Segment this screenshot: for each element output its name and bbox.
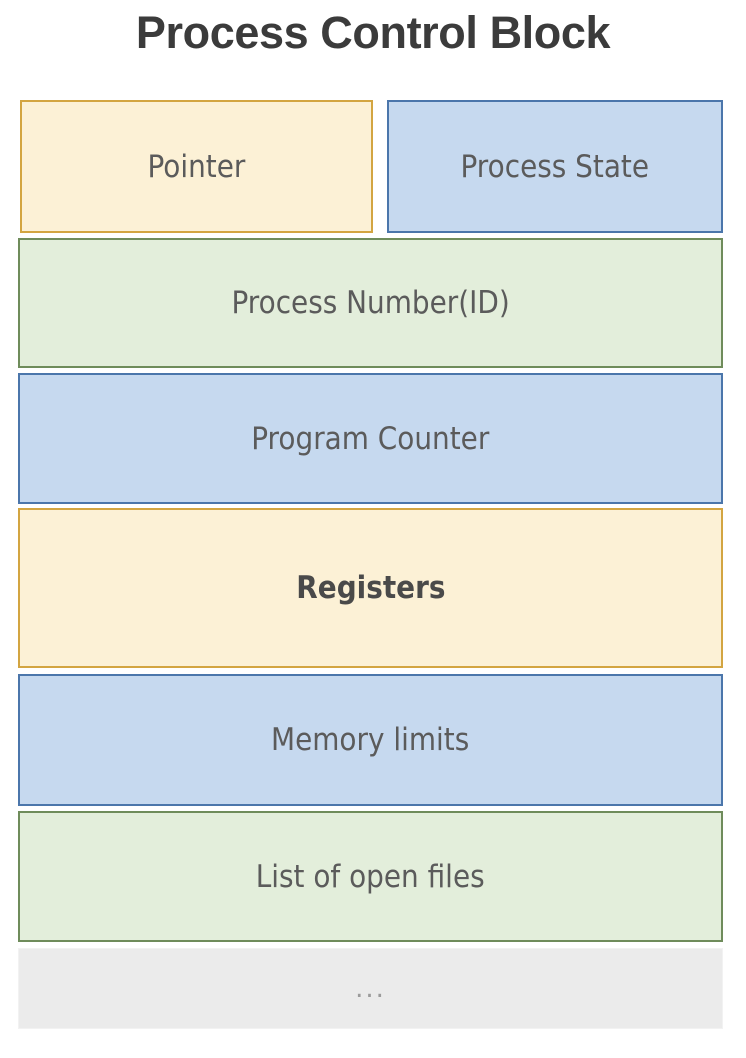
pcb-field-process-number: Process Number(ID) [18, 238, 723, 368]
page-title: Process Control Block [135, 7, 611, 58]
pcb-field-memory-limits: Memory limits [18, 674, 723, 806]
pcb-field-label-more: ... [355, 973, 386, 1004]
pcb-field-label-open-files: List of open files [256, 858, 485, 895]
pcb-field-label-pointer: Pointer [147, 148, 246, 185]
pcb-field-more: ... [18, 948, 723, 1029]
pcb-field-registers: Registers [18, 508, 723, 668]
pcb-field-label-program-counter: Program Counter [251, 420, 490, 457]
pcb-field-label-process-number: Process Number(ID) [231, 285, 510, 321]
pcb-field-label-registers: Registers [295, 570, 446, 606]
pcb-field-label-memory-limits: Memory limits [271, 722, 470, 758]
pcb-field-pointer: Pointer [20, 100, 373, 233]
pcb-field-open-files: List of open files [18, 811, 723, 942]
pcb-field-process-state: Process State [387, 100, 723, 233]
pcb-field-label-process-state: Process State [460, 148, 650, 185]
pcb-field-program-counter: Program Counter [18, 373, 723, 504]
